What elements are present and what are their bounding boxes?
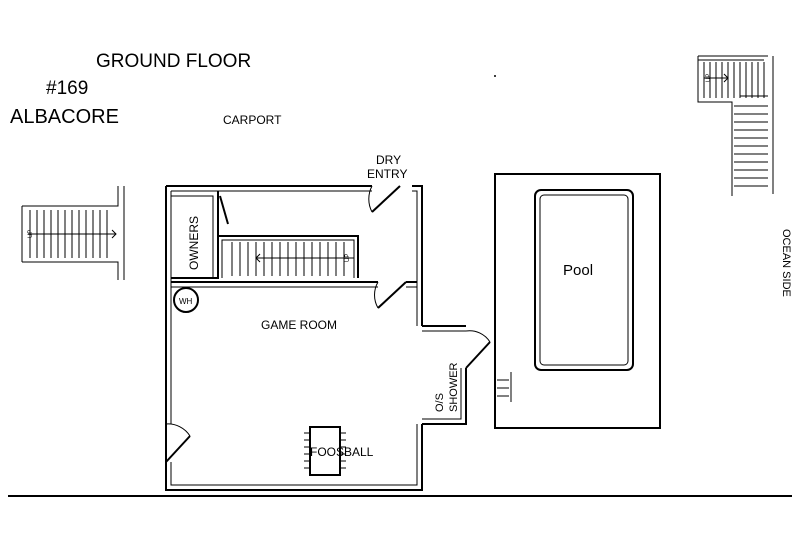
main-building [165,185,423,491]
owners-label: OWNERS [187,216,201,270]
interior-stair-up-label: UP [345,254,351,262]
side-door [165,423,191,463]
water-heater-label: WH [179,297,193,306]
interior-stair: UP [217,235,359,278]
owners-closet: OWNERS [171,191,229,279]
game-room-label: GAME ROOM [261,318,337,332]
pool: Pool [534,189,634,371]
foosball-table: FOOSBALL [304,426,374,476]
left-stair-up-label: UP [28,230,34,238]
outdoor-shower: O/S SHOWER [422,325,491,425]
unit-name: ALBACORE [10,106,119,128]
outdoor-shower-label-line1: O/S [434,393,446,412]
floor-title: GROUND FLOOR [96,51,251,72]
unit-number: #169 [46,78,88,99]
right-stair-up-label: UP [706,74,712,82]
ocean-side-label: OCEAN SIDE [780,229,792,297]
dry-entry-label-line1: DRY [376,153,401,167]
foosball-label: FOOSBALL [310,445,374,459]
game-room-divider [171,281,417,309]
pool-label: Pool [563,262,593,279]
dry-entry-label-line2: ENTRY [367,167,407,181]
dry-entry-door: DRY ENTRY [367,153,407,213]
outdoor-shower-label-line2: SHOWER [448,362,460,412]
water-heater: WH [173,287,199,313]
left-exterior-stair: UP [21,186,125,280]
right-exterior-stair: UP [697,55,774,196]
pool-deck [494,173,661,429]
carport-label: CARPORT [223,113,282,127]
